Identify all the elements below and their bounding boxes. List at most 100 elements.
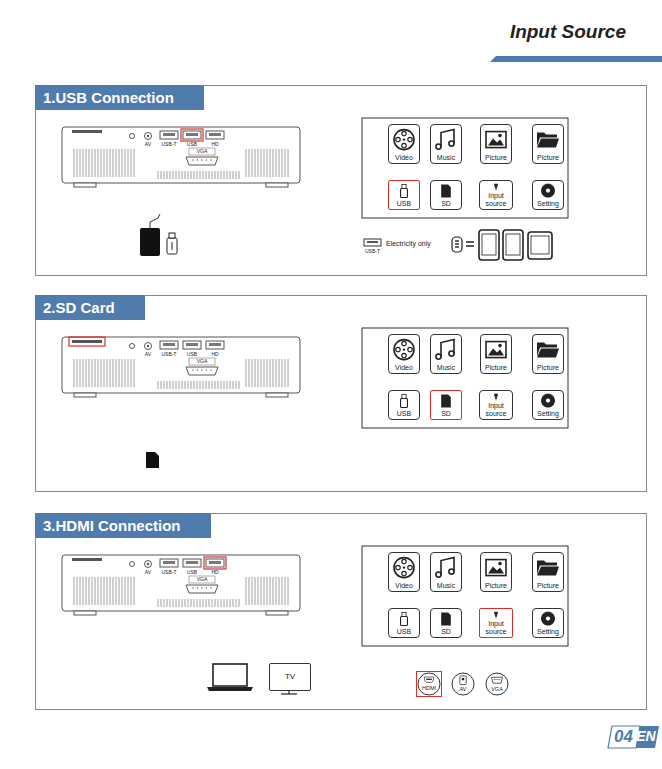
vga-label-box (189, 576, 215, 583)
screen (531, 236, 549, 254)
icon-stroke (441, 558, 454, 575)
port (160, 341, 178, 349)
highlight-frame (181, 129, 203, 141)
vent (185, 599, 186, 607)
icon-stroke (401, 399, 408, 408)
vent (74, 577, 75, 605)
panel-heading: 3.HDMI Connection (35, 513, 211, 538)
page-number: 04 (614, 728, 633, 745)
vent (194, 171, 195, 179)
vent (188, 171, 189, 179)
input-icon (494, 184, 498, 191)
phone-icon (479, 230, 499, 260)
vent (212, 171, 213, 179)
screen (482, 234, 496, 255)
vent (188, 381, 189, 389)
vent (128, 359, 129, 387)
icon-fill (537, 139, 559, 148)
icon-stroke (396, 565, 400, 569)
vent (191, 171, 192, 179)
vent (80, 149, 81, 177)
vent (279, 149, 280, 177)
sd-slot (72, 558, 102, 561)
icon-fill (494, 679, 495, 680)
foot (266, 611, 288, 615)
icon-stroke (402, 612, 406, 616)
av-jack-core (147, 563, 149, 565)
foot (266, 183, 288, 187)
tile-label: Music (437, 364, 455, 371)
vent (92, 149, 93, 177)
icon-fill (542, 613, 554, 625)
menu-tile: USB (388, 390, 420, 420)
vent (267, 577, 268, 605)
icon-stroke (449, 141, 454, 146)
port-label: HD (211, 142, 218, 147)
vent (206, 381, 207, 389)
icon-stroke (449, 569, 454, 574)
usb-icon (401, 612, 408, 625)
vent (200, 171, 201, 179)
section-panel: 1.USB ConnectionVideoMusicPicturePicture… (35, 85, 647, 276)
menu-tile: Picture (480, 334, 512, 374)
vent (224, 171, 225, 179)
usb-t-port-inner (367, 241, 378, 243)
vent (98, 359, 99, 387)
tile-label: Setting (537, 200, 559, 207)
vent (282, 359, 283, 387)
port-inner (186, 133, 198, 136)
vent (267, 359, 268, 387)
icon-fill (441, 184, 451, 197)
tile-label: USB (397, 410, 411, 417)
laptop-screen (213, 664, 247, 686)
vent (288, 149, 289, 177)
tile-label: Music (437, 154, 455, 161)
page-badge (636, 726, 659, 748)
vent (227, 381, 228, 389)
vga-pin (206, 159, 207, 160)
icon-stroke (492, 677, 503, 683)
device-box: TV (269, 663, 311, 691)
icon-fill (403, 566, 405, 568)
icon-fill (488, 139, 504, 146)
vga-pin (197, 159, 198, 160)
icon-stroke (496, 189, 497, 191)
vent (258, 577, 259, 605)
port-label: AV (145, 352, 151, 357)
circle-ring (418, 673, 440, 695)
menu-tile: Picture (532, 552, 564, 592)
port (183, 131, 201, 139)
icon-stroke (408, 137, 412, 141)
source-option: VGA (484, 671, 510, 697)
vga-pin (192, 369, 193, 370)
source-label: VGA (491, 687, 503, 693)
vent (200, 381, 201, 389)
icon-fill (542, 395, 554, 407)
vent (176, 171, 177, 179)
vent (194, 381, 195, 389)
vent (176, 381, 177, 389)
vent (101, 149, 102, 177)
vent (227, 171, 228, 179)
icon-stroke (441, 130, 454, 147)
vent (249, 577, 250, 605)
vent (230, 599, 231, 607)
language-code: EN (636, 729, 655, 743)
vent (276, 359, 277, 387)
vent (255, 359, 256, 387)
title-bar (490, 56, 662, 62)
note: Electricity only (386, 240, 431, 247)
vent (110, 359, 111, 387)
tile-label: Picture (485, 364, 507, 371)
vent (101, 359, 102, 387)
tile-label: Video (395, 364, 413, 371)
housing (62, 555, 300, 611)
icon-stroke (449, 351, 454, 356)
vent (227, 599, 228, 607)
icon-hole (546, 399, 550, 403)
vent (113, 577, 114, 605)
icon-stroke (402, 559, 406, 563)
icon-stroke (425, 677, 434, 682)
av-jack-core (147, 135, 149, 137)
